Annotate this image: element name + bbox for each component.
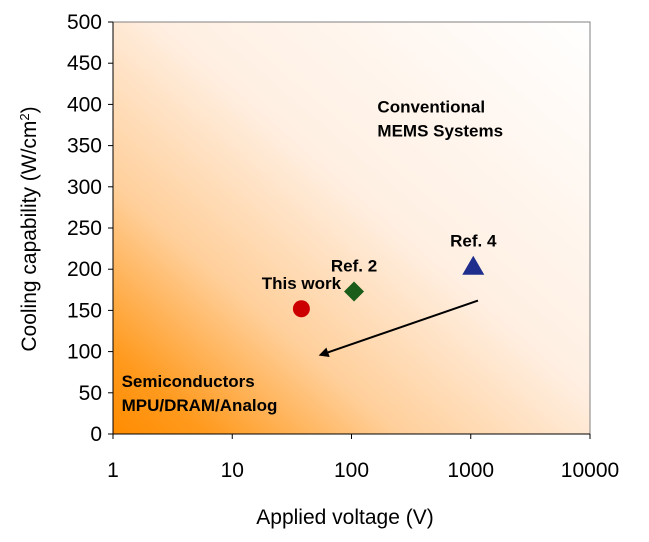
y-tick-label: 450 <box>67 52 102 75</box>
point-label-this-work: This work <box>262 274 342 293</box>
y-tick-label: 300 <box>67 176 102 199</box>
y-tick-label: 50 <box>79 382 102 405</box>
y-tick-label: 500 <box>67 11 102 34</box>
x-tick-label: 1 <box>107 459 119 482</box>
y-axis-title-main: Cooling capability (W/cm <box>18 121 41 352</box>
region-annotation-line: MPU/DRAM/Analog <box>122 396 278 415</box>
y-axis-title-end: ) <box>18 106 41 113</box>
x-axis: 1 10 100 1000 10000 <box>107 433 619 482</box>
trend-arrow-layer <box>318 299 479 358</box>
trend-arrow <box>318 299 479 358</box>
plot-area <box>112 21 591 435</box>
x-axis-title: Applied voltage (V) <box>256 506 433 529</box>
x-tick-label: 10000 <box>561 459 619 482</box>
region-annotation-line: Conventional <box>377 98 485 117</box>
y-axis-title-superscript: 2 <box>17 113 32 120</box>
y-tick-label: 400 <box>67 93 102 116</box>
y-tick-label: 350 <box>67 135 102 158</box>
y-axis-title: Cooling capability (W/cm2) <box>17 106 42 351</box>
y-tick-label: 0 <box>90 423 102 446</box>
y-tick-label: 100 <box>67 341 102 364</box>
marker-ref-2 <box>344 281 365 302</box>
x-tick-label: 100 <box>334 459 369 482</box>
region-annotation-line: MEMS Systems <box>377 122 503 141</box>
marker-ref-4 <box>462 255 485 275</box>
x-tick-label: 1000 <box>447 459 494 482</box>
marker-this-work <box>292 300 310 318</box>
y-tick-label: 200 <box>67 258 102 281</box>
x-tick-label: 10 <box>221 459 244 482</box>
y-axis: 0 50 100 150 200 250 300 350 400 450 500 <box>67 11 114 446</box>
region-annotation-line: Semiconductors <box>122 372 255 391</box>
point-label-ref-2: Ref. 2 <box>331 256 377 275</box>
point-label-ref-4: Ref. 4 <box>450 232 497 251</box>
y-tick-label: 250 <box>67 217 102 240</box>
y-tick-label: 150 <box>67 299 102 322</box>
